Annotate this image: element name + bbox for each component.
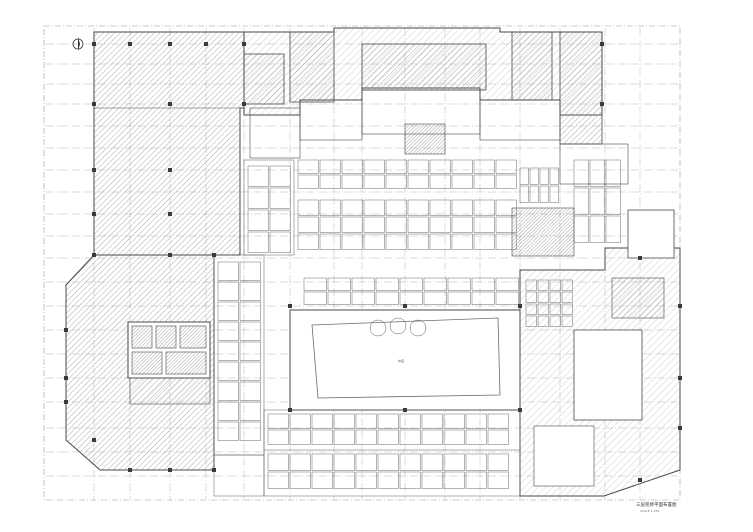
drawing-title: 三层装修平面布置图	[636, 501, 677, 508]
structural-columns	[64, 42, 682, 482]
bottom-office-rows	[213, 409, 521, 497]
top-wing	[243, 27, 603, 145]
atrium: 中庭	[289, 309, 521, 411]
right-zone	[511, 207, 681, 497]
atrium-label: 中庭	[398, 358, 404, 363]
left-upper-zone	[93, 31, 245, 256]
title-block: 三层装修平面布置图 SCALE 1:150	[636, 501, 677, 513]
north-arrow-icon	[72, 37, 84, 51]
drawing-scale: SCALE 1:150	[640, 509, 659, 513]
left-lower-zone	[65, 254, 215, 471]
central-rooms	[249, 89, 629, 185]
